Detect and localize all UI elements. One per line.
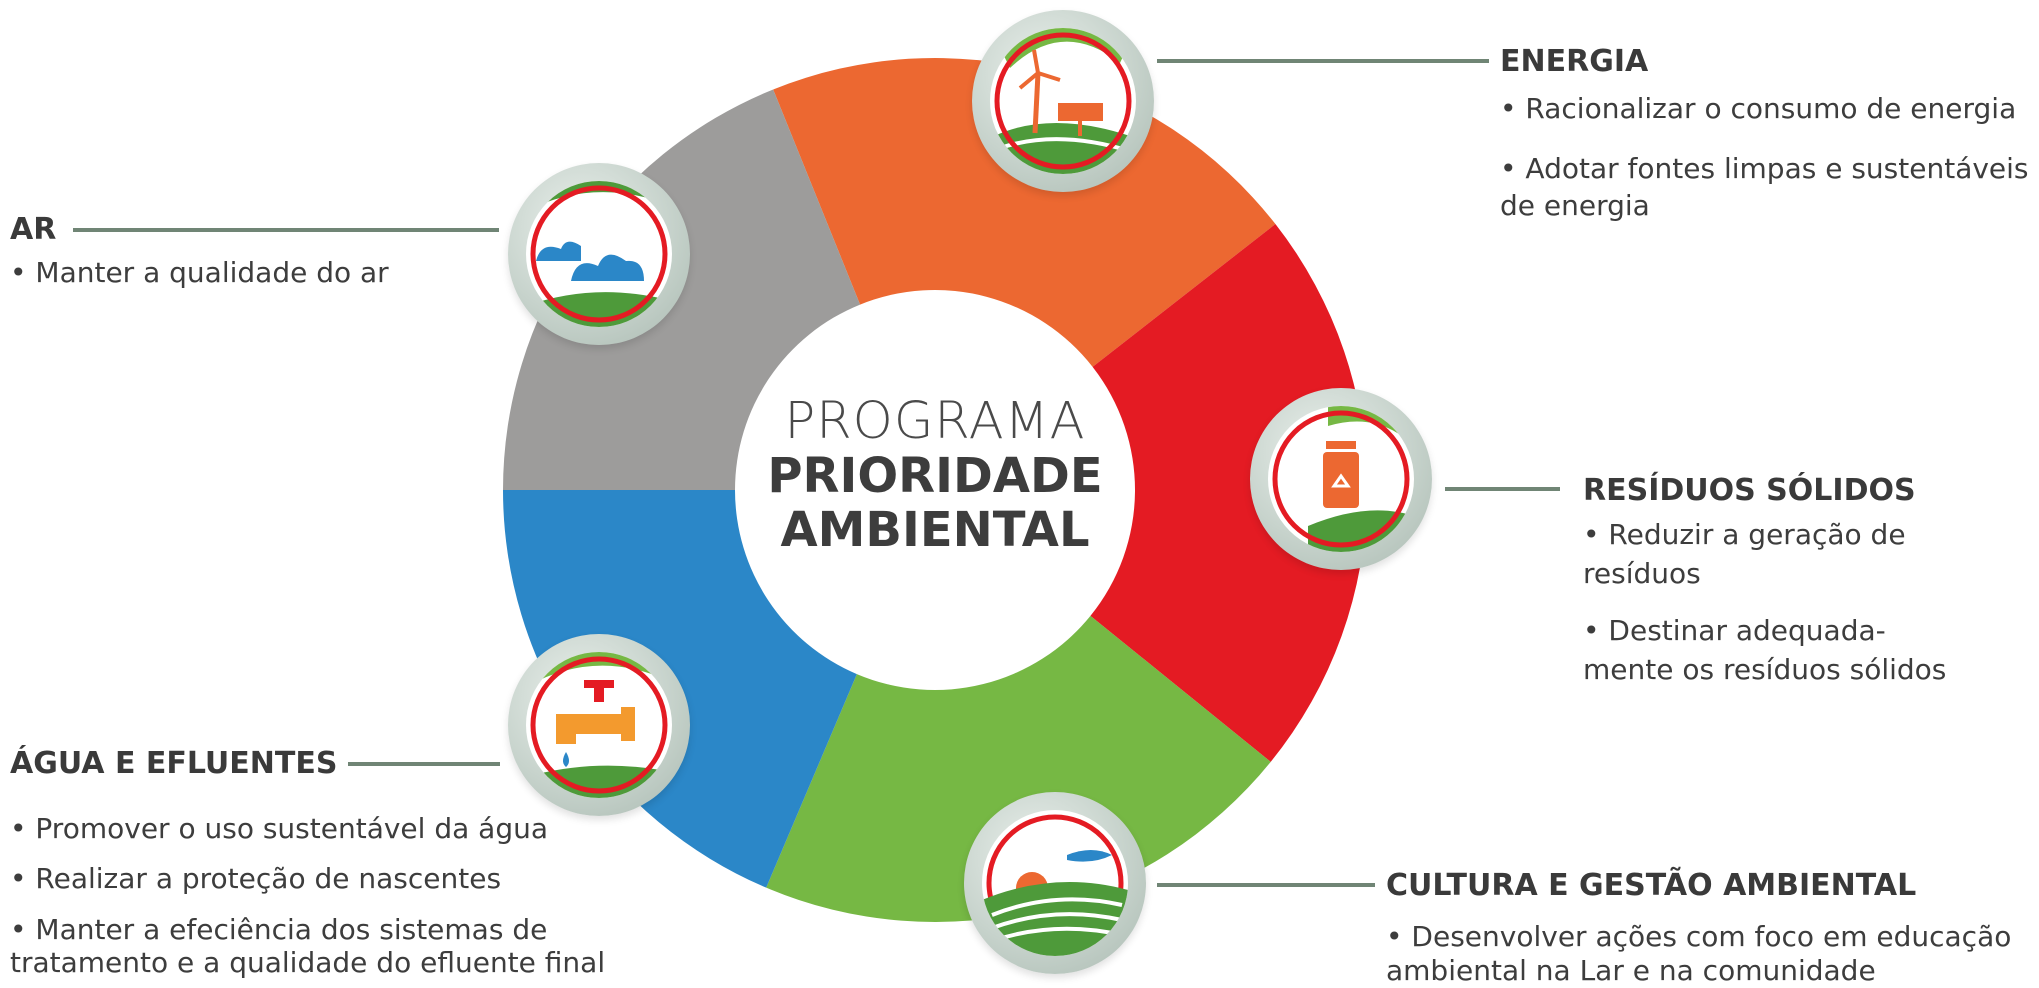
- center-line-1: PROGRAMA: [784, 392, 1086, 451]
- energia-item-3: de energia: [1500, 189, 1650, 222]
- agua-item-1: • Promover o uso sustentável da água: [10, 812, 549, 845]
- agua-badge: [508, 634, 690, 816]
- energia-connector: [1157, 59, 1489, 63]
- agua-item-3: • Manter a efeciência dos sistemas de: [10, 913, 548, 946]
- segment-cultura: [766, 615, 1271, 922]
- segment-energia: [773, 58, 1276, 367]
- ar-badge: [508, 163, 690, 345]
- agua-title: ÁGUA E EFLUENTES: [10, 746, 338, 781]
- residuos-item-1: • Reduzir a geração de: [1583, 518, 1906, 551]
- center-line-3: AMBIENTAL: [780, 502, 1090, 558]
- residuos-item-4: mente os resíduos sólidos: [1583, 653, 1947, 686]
- cultura-item-2: ambiental na Lar e na comunidade: [1386, 954, 1876, 987]
- center-title: PROGRAMA PRIORIDADE AMBIENTAL: [735, 392, 1135, 558]
- cultura-item-1: • Desenvolver ações com foco em educação: [1386, 920, 2012, 953]
- energia-title: ENERGIA: [1500, 44, 1649, 79]
- residuos-badge: [1250, 388, 1432, 570]
- energia-badge: [972, 10, 1154, 192]
- cultura-badge: [964, 792, 1146, 974]
- segment-residuos: [1090, 224, 1367, 762]
- water-tap-icon: [526, 652, 672, 798]
- center-line-2: PRIORIDADE: [767, 448, 1103, 504]
- agua-connector: [348, 762, 500, 766]
- residuos-title: RESÍDUOS SÓLIDOS: [1583, 473, 1916, 508]
- cultura-connector: [1157, 883, 1375, 887]
- agua-item-4: tratamento e a qualidade do efluente fin…: [10, 946, 606, 979]
- energia-item-2: • Adotar fontes limpas e sustentáveis: [1500, 152, 2029, 185]
- ar-title: AR: [10, 212, 57, 247]
- agua-item-2: • Realizar a proteção de nascentes: [10, 862, 502, 895]
- residuos-item-3: • Destinar adequada-: [1583, 614, 1886, 647]
- ar-item-1: • Manter a qualidade do ar: [10, 256, 389, 289]
- clouds-icon: [526, 181, 672, 327]
- energia-item-1: • Racionalizar o consumo de energia: [1500, 92, 2017, 125]
- landscape-sun-icon: [982, 814, 1128, 956]
- cultura-title: CULTURA E GESTÃO AMBIENTAL: [1386, 868, 1917, 903]
- ar-connector: [73, 228, 499, 232]
- residuos-connector: [1445, 487, 1560, 491]
- recycle-bin-icon: [1272, 406, 1414, 552]
- wind-solar-icon: [990, 28, 1136, 174]
- residuos-item-2: resíduos: [1583, 557, 1701, 590]
